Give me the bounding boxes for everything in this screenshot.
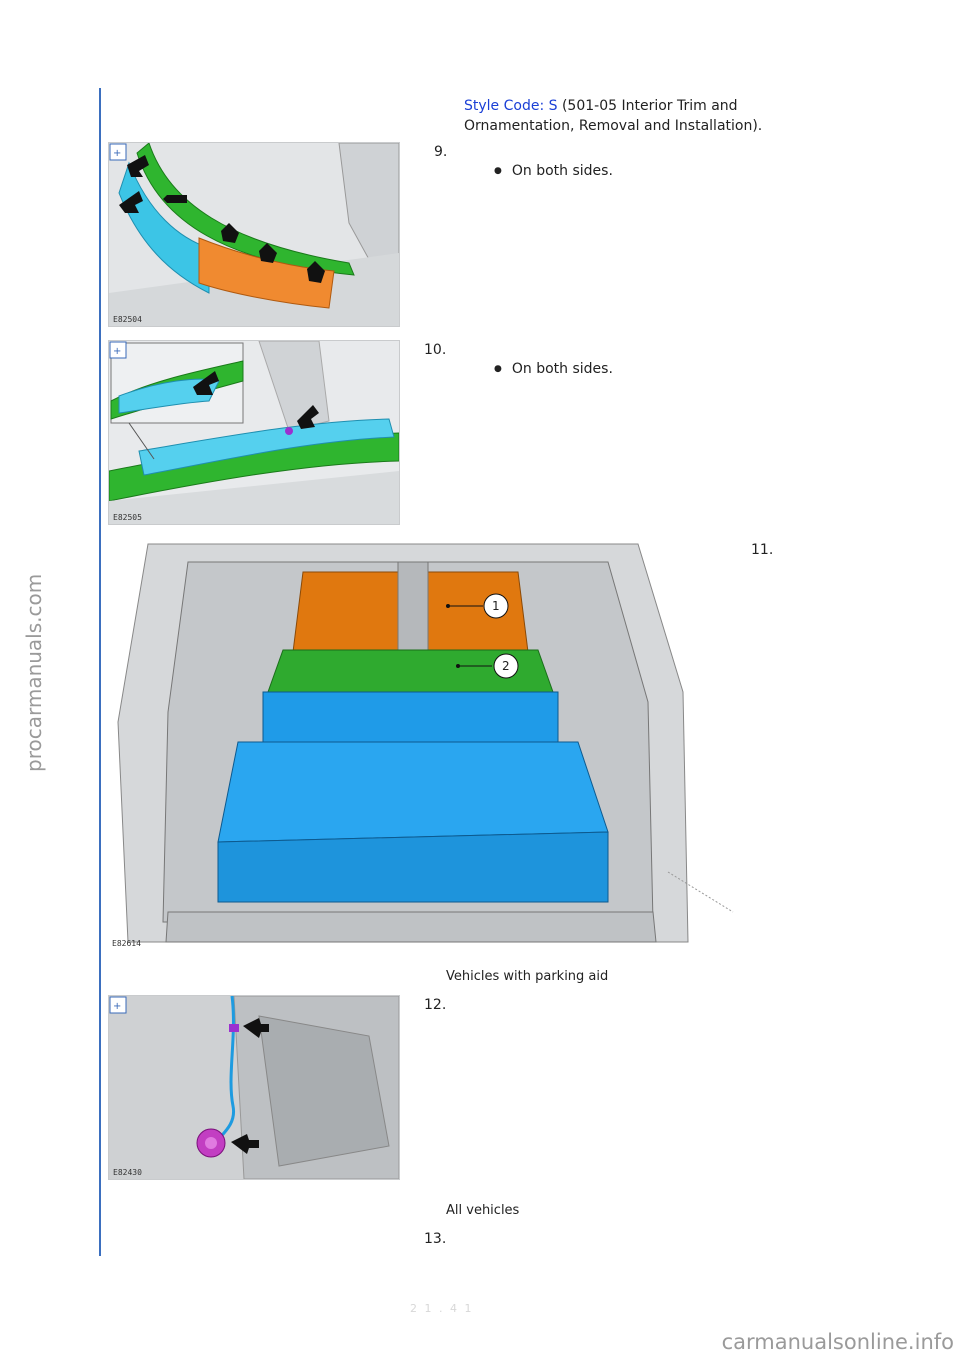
page-number-faint: 2 1 . 4 1 <box>410 1302 474 1315</box>
step-number-13: 13. <box>424 1231 447 1247</box>
figure-step-9: + E82504 <box>108 142 400 327</box>
bottom-watermark: carmanualsonline.info <box>721 1330 954 1354</box>
floor-carpet-illustration <box>108 542 734 950</box>
zoom-icon[interactable] <box>109 996 127 1014</box>
step-9-bullet: On both sides. <box>494 161 613 183</box>
section-all-vehicles: All vehicles <box>446 1203 520 1218</box>
svg-text:+: + <box>113 148 121 159</box>
section-parking-aid: Vehicles with parking aid <box>446 969 609 984</box>
figure-code: E82505 <box>113 513 142 522</box>
side-watermark: procarmanuals.com <box>22 573 46 772</box>
figure-code: E82504 <box>113 315 142 324</box>
zoom-icon[interactable] <box>109 341 127 359</box>
step-number-10: 10. <box>424 342 447 358</box>
parking-aid-illustration: + <box>109 996 399 1179</box>
figure-code: E82614 <box>112 939 141 948</box>
svg-text:+: + <box>113 346 121 357</box>
svg-text:+: + <box>113 1001 121 1012</box>
figure-step-11: 1 2 E82614 <box>108 542 734 950</box>
callout-1: 1 <box>492 599 500 613</box>
figure-step-12: + E82430 <box>108 995 400 1180</box>
ref-text-1: (501-05 Interior Trim and <box>557 98 738 114</box>
ref-text-2: Ornamentation, Removal and Installation)… <box>464 118 763 134</box>
step-10-bullet: On both sides. <box>494 359 613 381</box>
style-code-link[interactable]: Style Code: S <box>464 98 558 114</box>
step-number-9: 9. <box>434 144 448 160</box>
callout-2: 2 <box>502 659 510 673</box>
intro-reference: Style Code: S (501-05 Interior Trim and … <box>464 96 824 136</box>
figure-code: E82430 <box>113 1168 142 1177</box>
sill-trim-illustration: + <box>109 143 399 326</box>
step-number-12: 12. <box>424 997 447 1013</box>
trim-clip-illustration: + <box>109 341 399 524</box>
zoom-icon[interactable] <box>109 143 127 161</box>
left-margin-rule <box>99 88 101 1256</box>
step-number-11: 11. <box>751 542 774 558</box>
figure-step-10: + E82505 <box>108 340 400 525</box>
